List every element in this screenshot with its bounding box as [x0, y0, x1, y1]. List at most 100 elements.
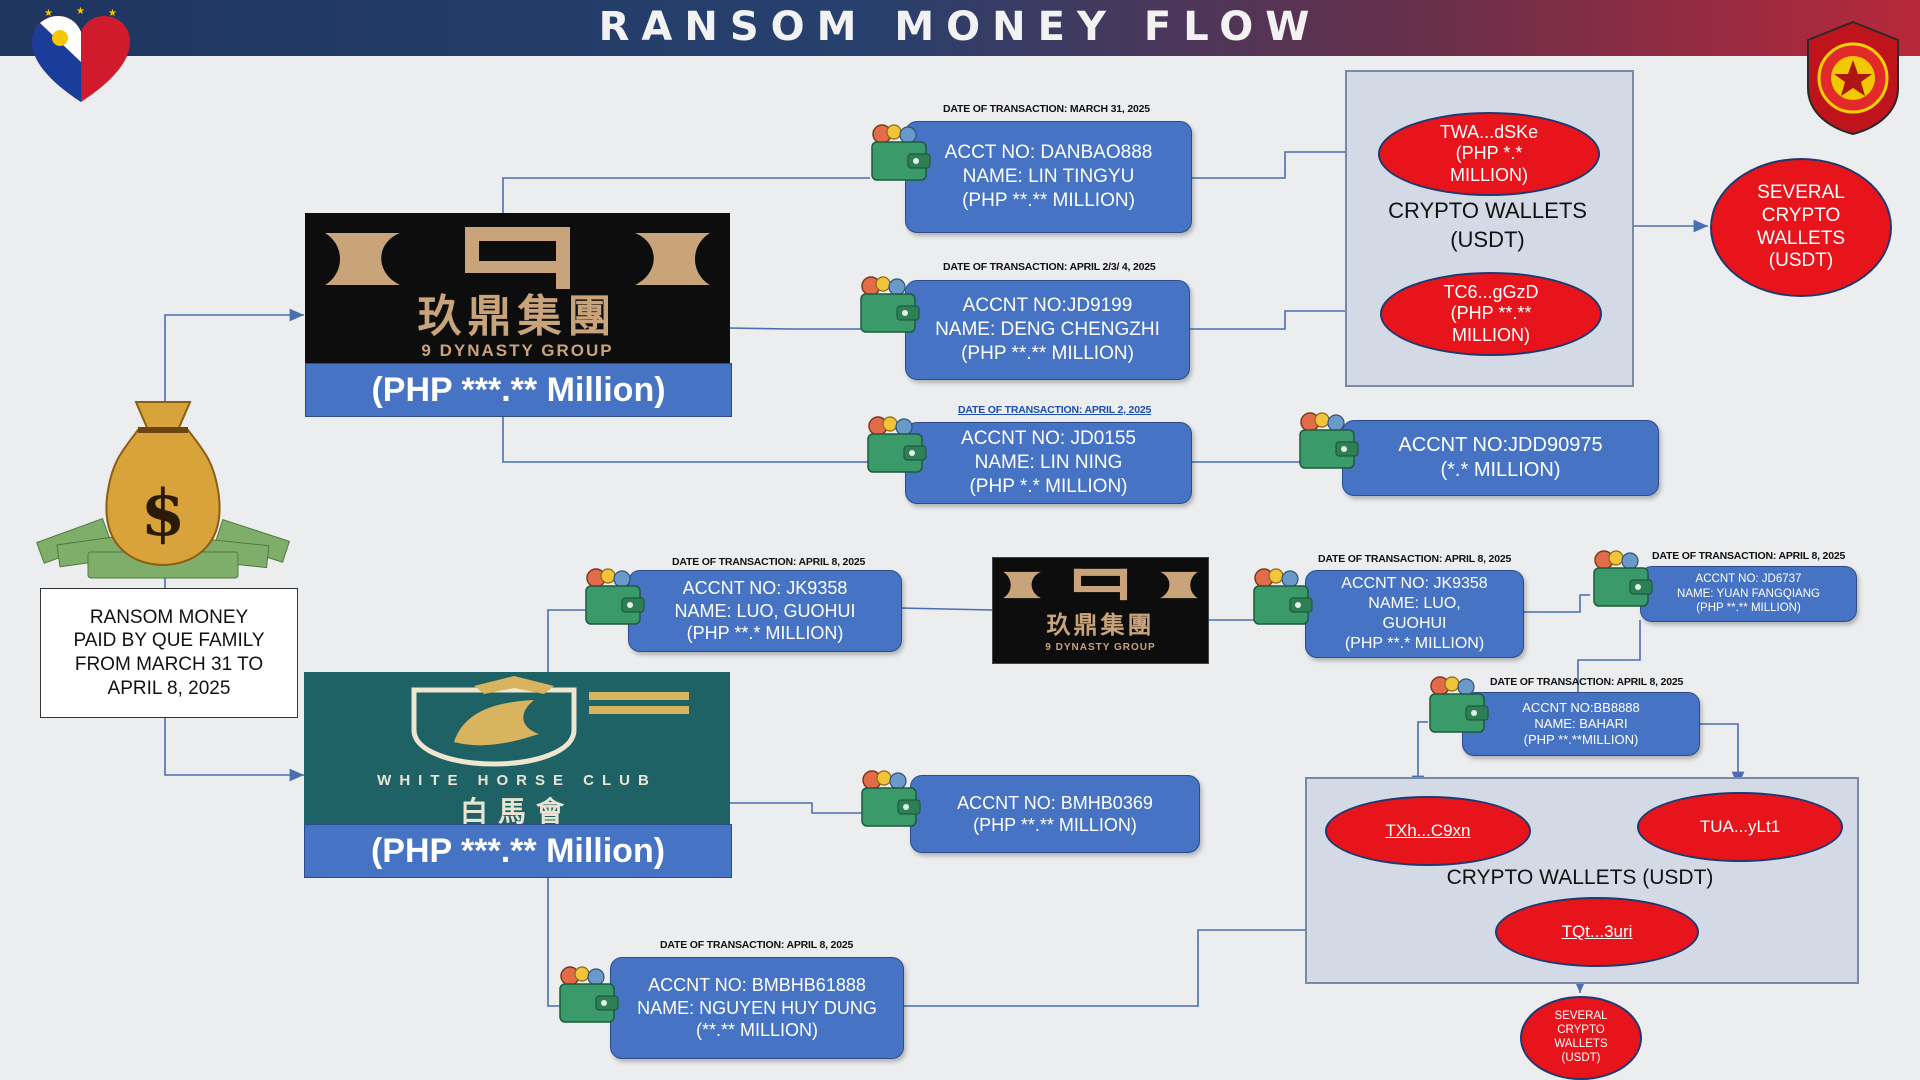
wallet-icon	[1429, 676, 1489, 733]
account-danbao888: ACCT NO: DANBAO888 NAME: LIN TINGYU (PHP…	[905, 121, 1192, 233]
account-line: NAME: YUAN FANGQIANG	[1677, 587, 1820, 600]
wallet-line: MILLION)	[1451, 324, 1530, 345]
wallet-icon	[867, 416, 927, 473]
account-jd9199: ACCNT NO:JD9199 NAME: DENG CHENGZHI (PHP…	[905, 280, 1190, 380]
dynasty-group-logo: 玖鼎集團 9 DYNASTY GROUP	[305, 213, 730, 363]
link-dynasty-danbao	[502, 177, 870, 213]
account-line: NAME: LIN NING	[974, 452, 1123, 474]
account-line: ACCNT NO: JK9358	[682, 578, 848, 599]
account-line: NAME: LIN TINGYU	[962, 166, 1135, 188]
several-crypto-wallets-top: SEVERAL CRYPTO WALLETS (USDT)	[1710, 158, 1892, 297]
white-horse-club-logo: WHITE HORSE CLUB 白馬會	[304, 672, 730, 828]
account-jdd90975: ACCNT NO:JDD90975 (*.* MILLION)	[1342, 420, 1659, 496]
link-dynasty-jd0155	[502, 415, 870, 463]
account-line: (PHP **.* MILLION)	[686, 623, 844, 644]
account-jd6737: ACCNT NO: JD6737 NAME: YUAN FANGQIANG (P…	[1640, 566, 1857, 622]
account-bmhb61888: ACCNT NO: BMBHB61888 NAME: NGUYEN HUY DU…	[610, 957, 904, 1059]
crypto-wallet-tc6: TC6...gGzD (PHP **.** MILLION)	[1380, 272, 1602, 356]
date-bmhb61888: DATE OF TRANSACTION: APRIL 8, 2025	[660, 939, 854, 951]
date-jd0155: DATE OF TRANSACTION: APRIL 2, 2025	[958, 404, 1152, 416]
account-line: NAME: LUO, GUOHUI	[674, 600, 856, 621]
link-source-whitehorse	[164, 718, 304, 782]
account-line: (PHP **.* MILLION)	[1344, 635, 1485, 652]
date-jk9358a: DATE OF TRANSACTION: APRIL 8, 2025	[672, 556, 866, 568]
wallet-line: (PHP **.**	[1450, 303, 1532, 324]
white-horse-emblem-icon	[411, 676, 689, 767]
date-jk9358b: DATE OF TRANSACTION: APRIL 8, 2025	[1318, 553, 1512, 565]
account-line: ACCNT NO: BMHB0369	[957, 792, 1153, 813]
account-jd0155: ACCNT NO: JD0155 NAME: LIN NING (PHP *.*…	[905, 422, 1192, 504]
dynasty-group-logo-small: 玖鼎集團 9 DYNASTY GROUP	[992, 557, 1209, 664]
link-jk9358-dynasty	[899, 607, 993, 611]
account-line: ACCNT NO: JD0155	[961, 428, 1136, 450]
account-line: (PHP **.**MILLION)	[1523, 732, 1639, 748]
link-jk9358b-jd6737	[1522, 594, 1590, 613]
account-line: (PHP **.** MILLION)	[961, 342, 1134, 364]
account-jk9358-a: ACCNT NO: JK9358 NAME: LUO, GUOHUI (PHP …	[628, 570, 902, 652]
wallet-line: WALLETS	[1554, 1038, 1608, 1050]
account-bmhb0369: ACCNT NO: BMHB0369 (PHP **.** MILLION)	[910, 775, 1200, 853]
several-crypto-wallets-bottom: SEVERAL CRYPTO WALLETS (USDT)	[1520, 996, 1642, 1080]
account-line: NAME: LUO,	[1368, 595, 1461, 612]
account-line: ACCNT NO:JDD90975	[1398, 434, 1603, 456]
account-line: (PHP **.** MILLION)	[1696, 602, 1801, 615]
link-jd6737-bb8888	[1577, 620, 1641, 692]
white-horse-english-name: WHITE HORSE CLUB	[377, 772, 657, 789]
account-line: (*.* MILLION)	[1440, 459, 1561, 481]
link-dynasty-jd9199	[727, 327, 870, 330]
crypto-wallet-tqt: TQt...3uri	[1495, 897, 1699, 967]
account-line: ACCNT NO: BMBHB61888	[648, 975, 866, 996]
crypto-wallet-twa: TWA...dSKe (PHP *.* MILLION)	[1378, 112, 1600, 196]
dynasty-english-name: 9 DYNASTY GROUP	[421, 341, 614, 360]
account-line: ACCT NO: DANBAO888	[944, 142, 1153, 164]
wallet-icon	[1593, 550, 1653, 607]
link-bb8888-tua	[1700, 723, 1745, 786]
account-line: (PHP *.* MILLION)	[969, 475, 1128, 497]
wallet-line: MILLION)	[1449, 164, 1528, 185]
account-line: NAME: DENG CHENGZHI	[935, 319, 1160, 341]
wallet-icon	[861, 770, 921, 827]
money-bag-icon: $	[36, 401, 291, 579]
panel-label-line: CRYPTO WALLETS	[1388, 198, 1587, 223]
crypto-wallet-tua: TUA...yLt1	[1637, 792, 1843, 862]
ransom-line-1: RANSOM MONEY	[89, 606, 249, 628]
ransom-line-4: APRIL 8, 2025	[107, 677, 231, 699]
wallet-line: (USDT)	[1768, 250, 1834, 272]
account-line: ACCNT NO: JK9358	[1341, 575, 1488, 592]
wallet-icon	[1253, 568, 1313, 625]
account-line: NAME: NGUYEN HUY DUNG	[637, 997, 877, 1018]
crypto-panel-top-label: CRYPTO WALLETS (USDT)	[1345, 197, 1630, 254]
crypto-wallet-txh: TXh...C9xn	[1325, 796, 1531, 866]
svg-text:★: ★	[108, 8, 117, 19]
wallet-line: TC6...gGzD	[1443, 281, 1539, 302]
wallet-line: SEVERAL	[1554, 1010, 1608, 1023]
wallet-line: TWA...dSKe	[1439, 121, 1539, 142]
link-danbao-wallet1	[1190, 145, 1378, 179]
wallet-line: CRYPTO	[1557, 1024, 1605, 1037]
link-jd9199-wallet2	[1188, 304, 1380, 330]
dynasty-emblem-small-icon	[1003, 568, 1198, 601]
svg-text:$: $	[141, 476, 186, 551]
account-line: GUOHUI	[1382, 615, 1447, 632]
police-seal-logo	[1807, 20, 1899, 136]
ransom-line-3: FROM MARCH 31 TO	[74, 654, 264, 675]
wallet-icon	[1299, 412, 1359, 469]
dynasty-small-chinese: 玖鼎集團	[1046, 610, 1155, 639]
dynasty-amount: (PHP ***.** Million)	[305, 363, 732, 417]
panel-label-line: (USDT)	[1450, 226, 1525, 252]
white-horse-chinese-name: 白馬會	[459, 795, 574, 828]
account-line: NAME: BAHARI	[1534, 715, 1628, 731]
account-line: ACCNT NO: JD6737	[1695, 573, 1802, 586]
wallet-icon	[585, 568, 645, 625]
white-horse-amount: (PHP ***.** Million)	[304, 824, 732, 878]
link-whitehorse-bmhb0369	[728, 802, 870, 814]
wallet-line: SEVERAL	[1757, 181, 1845, 203]
account-line: (PHP **.** MILLION)	[973, 815, 1137, 835]
account-line: ACCNT NO:BB8888	[1522, 699, 1640, 715]
dynasty-emblem-icon	[325, 227, 710, 289]
dynasty-chinese-name: 玖鼎集團	[417, 291, 618, 342]
account-bb8888: ACCNT NO:BB8888 NAME: BAHARI (PHP **.**M…	[1462, 692, 1700, 756]
wallet-icon	[860, 276, 920, 333]
